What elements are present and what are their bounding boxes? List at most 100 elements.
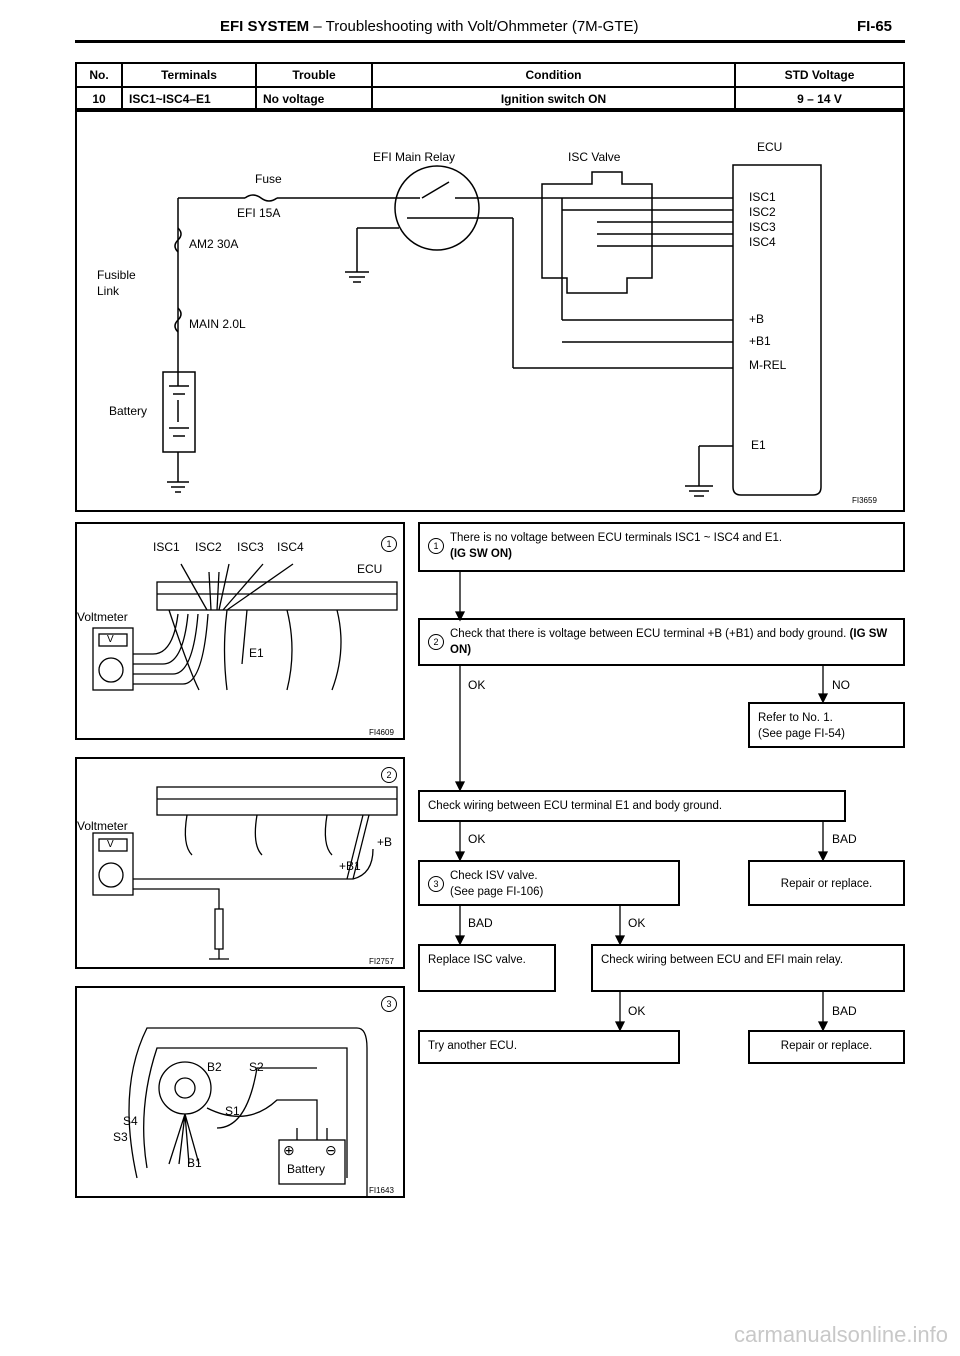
label-isc4: ISC4 — [749, 235, 776, 249]
try-another-ecu-text: Try another ECU. — [428, 1040, 518, 1052]
cell-condition: Ignition switch ON — [371, 86, 736, 112]
check-wiring-e1-box: Check wiring between ECU terminal E1 and… — [418, 790, 846, 822]
figure-ref: FI3659 — [852, 496, 877, 505]
repair-text-2: Repair or replace. — [780, 1040, 873, 1052]
label-bad-3: BAD — [468, 916, 493, 930]
illustration-2-drawing — [92, 786, 398, 960]
figure-number-1: 1 — [381, 536, 403, 552]
repair-box-2: Repair or replace. — [748, 1030, 905, 1064]
label-link: Link — [97, 284, 120, 298]
page-number: FI-65 — [857, 18, 893, 35]
label-e1: E1 — [751, 438, 766, 452]
label-isc3: ISC3 — [749, 220, 776, 234]
step-1-condition: (IG SW ON) — [450, 548, 512, 560]
label-plus-b: +B — [749, 312, 765, 326]
step-3-page: (See page FI-106) — [450, 886, 544, 898]
label-voltmeter: Voltmeter — [77, 610, 128, 624]
cell-no: 10 — [75, 86, 123, 112]
label-ok-1: OK — [468, 678, 486, 692]
label-s2: S2 — [249, 1060, 264, 1074]
wiring-diagram-lines — [162, 164, 822, 497]
label-v: V — [107, 839, 114, 850]
label-e1: E1 — [249, 646, 264, 660]
figure-ref-3: FI1643 — [369, 1186, 394, 1195]
step-3-number: 3 — [428, 876, 444, 892]
replace-isc-box: Replace ISC valve. — [418, 944, 556, 992]
step-1-box: 1 There is no voltage between ECU termin… — [418, 522, 905, 572]
table-row: 10 ISC1~ISC4–E1 No voltage Ignition swit… — [75, 86, 905, 112]
label-ecu: ECU — [757, 140, 783, 154]
label-efi-main-relay: EFI Main Relay — [373, 150, 456, 164]
label-isc4: ISC4 — [277, 540, 304, 554]
label-s1: S1 — [225, 1104, 240, 1118]
label-isc2: ISC2 — [195, 540, 222, 554]
label-no-1: NO — [832, 678, 850, 692]
step-2-condition: (IG SW ON) — [450, 628, 888, 656]
label-battery: Battery — [109, 404, 148, 418]
label-s4: S4 — [123, 1114, 138, 1128]
cell-trouble: No voltage — [255, 86, 373, 112]
label-ok-2: OK — [468, 832, 486, 846]
footer-watermark: carmanualsonline.info — [733, 1322, 948, 1347]
label-am2-30a: AM2 30A — [189, 237, 239, 251]
label-isc2: ISC2 — [749, 205, 776, 219]
check-wiring-e1-text: Check wiring between ECU terminal E1 and… — [428, 800, 723, 812]
col-no: No. — [75, 62, 123, 88]
illustration-3: B2 S2 S4 S3 S1 B1 ⊕ ⊖ Battery 3 FI1643 — [75, 986, 405, 1198]
step-1-number: 1 — [428, 538, 444, 554]
label-b1: B1 — [187, 1156, 202, 1170]
cell-terminals: ISC1~ISC4–E1 — [121, 86, 257, 112]
page-title: Troubleshooting with Volt/Ohmmeter (7M-G… — [325, 18, 639, 35]
label-bad-4: BAD — [832, 1004, 857, 1018]
label-battery: Battery — [287, 1162, 326, 1176]
label-bad-2: BAD — [832, 832, 857, 846]
label-plus-terminal: ⊕ — [283, 1142, 295, 1158]
illustration-1: ISC1 ISC2 ISC3 ISC4 ECU Voltmeter V E1 1… — [75, 522, 405, 740]
step-3-text: Check ISV valve. — [450, 870, 538, 882]
col-terminals: Terminals — [121, 62, 257, 88]
refer-page: (See page FI-54) — [758, 728, 845, 740]
label-plus-b1: +B1 — [339, 859, 361, 873]
label-fusible: Fusible — [97, 268, 136, 282]
illustration-2: Voltmeter V +B +B1 2 FI2757 — [75, 757, 405, 969]
try-another-ecu-box: Try another ECU. — [418, 1030, 680, 1064]
step-2-box: 2 Check that there is voltage between EC… — [418, 618, 905, 666]
figure-ref-1: FI4609 — [369, 728, 394, 737]
step-1-text: There is no voltage between ECU terminal… — [450, 532, 783, 544]
label-minus-terminal: ⊖ — [325, 1142, 337, 1158]
step-2-number: 2 — [428, 634, 444, 650]
label-v: V — [107, 634, 114, 645]
illustration-1-drawing — [92, 563, 398, 691]
label-ecu: ECU — [357, 562, 383, 576]
label-isc3: ISC3 — [237, 540, 264, 554]
page-header: EFI SYSTEM – Troubleshooting with Volt/O… — [220, 18, 638, 35]
label-isc-valve: ISC Valve — [568, 150, 621, 164]
label-plus-b: +B — [377, 835, 393, 849]
label-ok-3: OK — [628, 916, 646, 930]
label-ok-4: OK — [628, 1004, 646, 1018]
step-2-text: Check that there is voltage between ECU … — [450, 628, 847, 640]
refer-text: Refer to No. 1. — [758, 712, 833, 724]
label-isc1: ISC1 — [749, 190, 776, 204]
refer-box: Refer to No. 1. (See page FI-54) — [748, 702, 905, 748]
label-m-rel: M-REL — [749, 358, 787, 372]
label-efi-15a: EFI 15A — [237, 206, 281, 220]
label-plus-b1: +B1 — [749, 334, 771, 348]
replace-isc-text: Replace ISC valve. — [428, 954, 526, 966]
cell-std-voltage: 9 – 14 V — [734, 86, 905, 112]
figure-ref-2: FI2757 — [369, 957, 394, 966]
label-isc1: ISC1 — [153, 540, 180, 554]
spec-table: No. Terminals Trouble Condition STD Volt… — [75, 62, 905, 112]
illustration-3-drawing — [128, 1027, 368, 1198]
figure-number-3: 3 — [381, 996, 403, 1012]
label-fuse: Fuse — [255, 172, 282, 186]
label-s3: S3 — [113, 1130, 128, 1144]
label-voltmeter: Voltmeter — [77, 819, 128, 833]
repair-text-1: Repair or replace. — [780, 878, 873, 890]
header-dash: – — [309, 18, 326, 35]
system-name: EFI SYSTEM — [220, 18, 310, 35]
check-wiring-relay-box: Check wiring between ECU and EFI main re… — [591, 944, 905, 992]
header-rule — [75, 40, 905, 43]
table-header-row: No. Terminals Trouble Condition STD Volt… — [75, 62, 905, 88]
repair-box-1: Repair or replace. — [748, 860, 905, 906]
